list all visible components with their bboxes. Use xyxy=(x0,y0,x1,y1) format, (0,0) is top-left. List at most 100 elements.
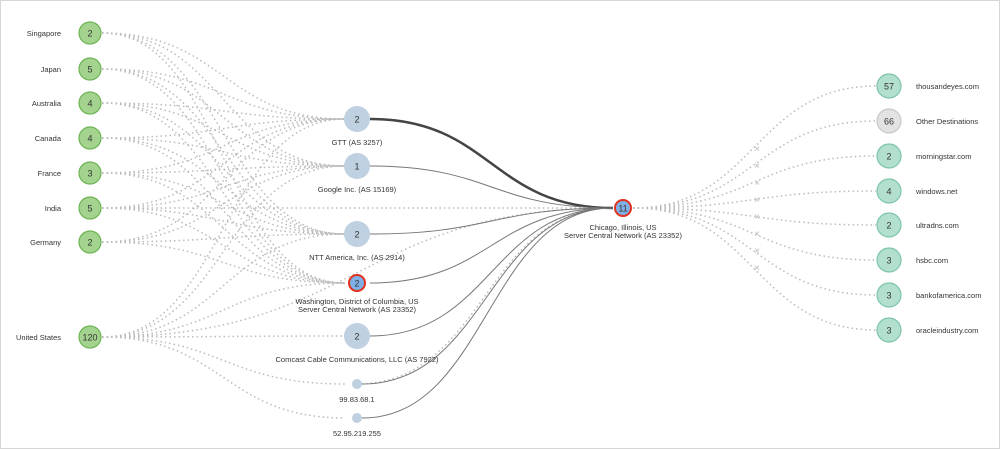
destination-label: hsbc.com xyxy=(916,256,948,265)
path-link[interactable] xyxy=(369,165,614,209)
source-label: France xyxy=(38,169,61,178)
hop-node-circle[interactable] xyxy=(344,323,370,349)
dotted-link xyxy=(356,207,614,385)
hop-node[interactable]: 2 xyxy=(348,274,366,292)
dotted-link xyxy=(101,165,346,243)
source-node[interactable]: 4 xyxy=(78,126,102,150)
destination-node-circle[interactable] xyxy=(876,282,902,308)
destination-node[interactable]: 3 xyxy=(876,282,902,308)
hop-node-circle[interactable] xyxy=(348,274,366,292)
dotted-link xyxy=(101,68,346,284)
path-link[interactable] xyxy=(369,207,614,337)
source-node-circle[interactable] xyxy=(78,161,102,185)
ip-node[interactable] xyxy=(352,413,362,423)
x-mark-icon: × xyxy=(754,178,760,189)
node-count: 2 xyxy=(886,221,891,231)
ip-node-circle[interactable] xyxy=(352,413,362,423)
dotted-link xyxy=(101,241,346,284)
dotted-link xyxy=(101,165,346,209)
source-node-circle[interactable] xyxy=(78,21,102,45)
source-node-circle[interactable] xyxy=(78,126,102,150)
node-count: 2 xyxy=(87,29,92,39)
node-count: 2 xyxy=(87,238,92,248)
hub-label: Server Central Network (AS 23352) xyxy=(564,231,682,240)
hop-node-circle[interactable] xyxy=(344,221,370,247)
ip-node-circle[interactable] xyxy=(352,379,362,389)
destination-node-circle[interactable] xyxy=(876,108,902,134)
hub-label: Chicago, Illinois, US xyxy=(589,223,656,232)
node-count: 2 xyxy=(354,332,359,342)
source-node-circle[interactable] xyxy=(78,196,102,220)
source-node[interactable]: 3 xyxy=(78,161,102,185)
dotted-link xyxy=(101,336,346,419)
dotted-link xyxy=(632,207,877,331)
dotted-link xyxy=(101,118,346,338)
destination-node-circle[interactable] xyxy=(876,212,902,238)
hop-node-circle[interactable] xyxy=(344,106,370,132)
destination-node[interactable]: 4 xyxy=(876,178,902,204)
dotted-link xyxy=(101,165,346,174)
hop-node[interactable]: 2 xyxy=(344,221,370,247)
path-link[interactable] xyxy=(369,207,614,235)
destination-node[interactable]: 2 xyxy=(876,143,902,169)
dotted-link xyxy=(101,118,346,209)
source-node[interactable]: 4 xyxy=(78,91,102,115)
x-mark-icon: × xyxy=(754,161,760,172)
path-link[interactable] xyxy=(361,207,614,385)
source-label: Japan xyxy=(41,65,61,74)
destination-label: oracleindustry.com xyxy=(916,326,978,335)
source-node[interactable]: 5 xyxy=(78,196,102,220)
dotted-link xyxy=(101,137,346,235)
hop-label: Washington, District of Columbia, US xyxy=(295,297,418,306)
hop-node-circle[interactable] xyxy=(344,153,370,179)
source-label: United States xyxy=(16,333,61,342)
source-node[interactable]: 2 xyxy=(78,21,102,45)
dotted-link xyxy=(101,102,346,167)
node-count: 5 xyxy=(87,204,92,214)
hop-node[interactable]: 2 xyxy=(344,106,370,132)
destination-node[interactable]: 57 xyxy=(876,73,902,99)
destination-node[interactable]: 3 xyxy=(876,317,902,343)
hop-node[interactable]: 2 xyxy=(344,323,370,349)
destination-node-circle[interactable] xyxy=(876,247,902,273)
path-link[interactable] xyxy=(369,117,614,210)
source-node-circle[interactable] xyxy=(78,91,102,115)
node-count: 4 xyxy=(886,187,891,197)
source-node[interactable]: 2 xyxy=(78,230,102,254)
destination-label: windows.net xyxy=(915,187,958,196)
path-link[interactable] xyxy=(369,207,614,284)
source-label: Singapore xyxy=(27,29,61,38)
path-link[interactable] xyxy=(361,207,614,419)
node-count: 2 xyxy=(886,152,891,162)
node-count: 3 xyxy=(886,326,891,336)
destination-node-circle[interactable] xyxy=(876,73,902,99)
node-count: 4 xyxy=(87,99,92,109)
node-count: 2 xyxy=(354,279,359,289)
dotted-link xyxy=(101,118,346,243)
destination-node[interactable]: 66 xyxy=(876,108,902,134)
ip-node[interactable] xyxy=(352,379,362,389)
destination-node[interactable]: 2 xyxy=(876,212,902,238)
destination-node-circle[interactable] xyxy=(876,317,902,343)
hop-label: Google Inc. (AS 15169) xyxy=(318,185,397,194)
source-node-circle[interactable] xyxy=(78,230,102,254)
destination-node-circle[interactable] xyxy=(876,178,902,204)
dotted-link xyxy=(101,165,346,338)
dotted-link xyxy=(101,32,346,284)
source-node[interactable]: 5 xyxy=(78,57,102,81)
destination-label: ultradns.com xyxy=(916,221,959,230)
dotted-link xyxy=(101,102,346,120)
source-node[interactable]: 120 xyxy=(78,325,102,349)
hub-node[interactable]: 11 xyxy=(614,199,632,217)
source-node-circle[interactable] xyxy=(78,57,102,81)
source-node-circle[interactable] xyxy=(78,325,102,349)
hop-label: Comcast Cable Communications, LLC (AS 79… xyxy=(276,355,439,364)
hop-node[interactable]: 1 xyxy=(344,153,370,179)
hub-node-circle[interactable] xyxy=(614,199,632,217)
node-count: 3 xyxy=(886,256,891,266)
dotted-link xyxy=(632,155,877,209)
node-count: 66 xyxy=(884,117,894,127)
destination-node-circle[interactable] xyxy=(876,143,902,169)
destination-node[interactable]: 3 xyxy=(876,247,902,273)
